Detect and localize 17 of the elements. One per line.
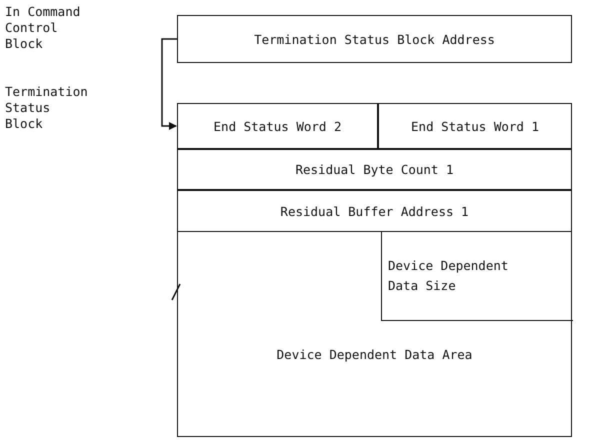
field-name: Residual Byte Count 1 [295,162,454,177]
block-label: In Command Control Block [5,4,82,52]
field-box [381,232,573,321]
field-box [177,15,572,63]
field-box [177,103,378,149]
field-box [177,190,572,232]
block-label: Termination Status Block [5,84,89,132]
field-name: Residual Buffer Address 1 [280,204,469,218]
field-name: End Status Word 2 [214,118,342,134]
data-area-box [177,232,572,437]
pointer-arrow [161,38,177,130]
field-box [378,103,572,149]
field-box [177,149,572,190]
field-name: Device Dependent Data Area [276,346,472,362]
field-name: Device Dependent Data Size [388,257,510,295]
field-name: End Status Word 1 [411,118,539,134]
field-name: Termination Status Block Address [254,32,495,46]
